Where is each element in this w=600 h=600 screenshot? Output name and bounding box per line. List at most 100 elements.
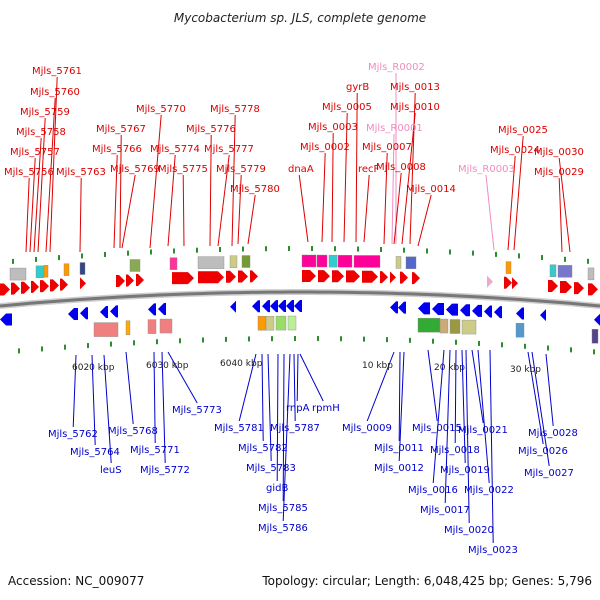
label-leader-line xyxy=(293,353,296,422)
gene-label: Mjls_5757 xyxy=(10,147,60,158)
scale-tick-label: 20 kbp xyxy=(434,363,465,373)
feature-box xyxy=(461,319,477,335)
gene-arrow xyxy=(446,303,458,316)
gene-label: gyrB xyxy=(346,82,369,93)
minor-tick xyxy=(173,248,175,254)
feature-box xyxy=(449,319,461,334)
gene-label: Mjls_5786 xyxy=(258,523,308,534)
minor-tick xyxy=(593,349,595,355)
label-leader-line xyxy=(417,194,432,247)
gene-label: Mjls_5764 xyxy=(70,447,120,458)
feature-box xyxy=(395,256,402,269)
minor-tick xyxy=(12,258,14,264)
minor-tick xyxy=(18,348,20,354)
gene-arrow xyxy=(270,300,278,313)
gene-label: Mjls_5780 xyxy=(230,184,280,195)
minor-tick xyxy=(495,251,497,257)
gene-label: Mjls_0022 xyxy=(464,485,514,496)
label-leader-line xyxy=(296,353,299,402)
feature-box xyxy=(197,256,225,269)
gene-label: rnpA xyxy=(286,403,310,414)
minor-ticks xyxy=(12,246,595,355)
gene-arrow xyxy=(116,275,125,288)
feature-box xyxy=(229,255,238,268)
feature-box xyxy=(241,255,251,268)
label-leader-line xyxy=(276,353,279,482)
minor-tick xyxy=(202,337,204,343)
gene-label: Mjls_5766 xyxy=(92,144,142,155)
gene-label: dnaA xyxy=(288,164,314,175)
feature-box xyxy=(505,261,512,274)
gene-label: Mjls_0003 xyxy=(308,122,358,133)
label-leader-line xyxy=(363,174,370,243)
minor-tick xyxy=(179,338,181,344)
gene-arrow xyxy=(412,272,420,285)
label-leader-line xyxy=(261,353,264,442)
feature-box xyxy=(328,254,338,268)
feature-box xyxy=(316,254,328,268)
minor-tick xyxy=(294,336,296,342)
genome-summary-text: Topology: circular; Length: 6,048,425 bp… xyxy=(262,574,592,588)
label-leader-line xyxy=(119,134,122,249)
label-leader-line xyxy=(153,351,156,444)
minor-tick xyxy=(386,337,388,343)
gene-label: Mjls_5768 xyxy=(108,426,158,437)
gene-label: Mjls_5778 xyxy=(210,104,260,115)
label-leader-line xyxy=(103,354,112,464)
gene-arrow xyxy=(100,305,108,318)
minor-tick xyxy=(334,246,336,252)
gene-label: Mjls_5769 xyxy=(110,164,160,175)
feature-box xyxy=(301,254,317,268)
label-leader-line xyxy=(398,351,405,462)
gene-arrow xyxy=(148,303,156,316)
label-leader-line xyxy=(29,157,36,253)
bottom-strand-genes xyxy=(0,300,600,326)
gene-label: recF xyxy=(358,164,380,175)
scale-tick-label: 6040 kbp xyxy=(220,359,263,369)
feature-box xyxy=(125,320,131,335)
label-leader-line xyxy=(125,351,134,425)
gene-label: Mjls_R0002 xyxy=(368,62,425,73)
gene-label: Mjls_0017 xyxy=(420,505,470,516)
gene-arrow xyxy=(380,271,388,284)
minor-tick xyxy=(242,246,244,252)
label-leader-line xyxy=(282,353,285,502)
label-leader-line xyxy=(477,349,490,484)
feature-boxes xyxy=(9,254,599,344)
label-leader-line xyxy=(393,172,402,245)
top-strand-genes xyxy=(0,270,598,296)
gene-label: Mjls_0002 xyxy=(300,142,350,153)
label-leader-line xyxy=(79,177,82,253)
label-leader-line xyxy=(238,353,257,422)
gene-label: Mjls_0007 xyxy=(362,142,412,153)
feature-box xyxy=(35,265,45,279)
label-leader-line xyxy=(343,112,348,243)
gene-label: gidB xyxy=(266,483,288,494)
gene-arrow xyxy=(252,300,260,313)
minor-tick xyxy=(127,250,129,256)
label-leader-line xyxy=(383,152,388,245)
gene-arrow xyxy=(262,300,270,313)
gene-arrow xyxy=(400,271,408,284)
gene-arrow xyxy=(390,271,396,284)
feature-box xyxy=(169,257,178,270)
gene-label: Mjls_0028 xyxy=(528,428,578,439)
label-leader-line xyxy=(209,134,212,247)
label-leader-line xyxy=(25,177,30,253)
gene-label: Mjls_0030 xyxy=(534,147,584,158)
feature-box xyxy=(353,255,381,268)
gene-arrow xyxy=(50,279,59,292)
gene-label: Mjls_5771 xyxy=(130,445,180,456)
gene-label: Mjls_5772 xyxy=(140,465,190,476)
gene-arrow xyxy=(398,301,406,314)
label-leader-line xyxy=(471,349,484,424)
label-leader-line xyxy=(298,174,309,243)
label-leader-line xyxy=(398,351,401,442)
label-leader-line xyxy=(237,174,242,245)
label-leader-line xyxy=(558,157,571,253)
gene-label: Mjls_0026 xyxy=(518,446,568,457)
minor-tick xyxy=(524,343,526,349)
gene-label: Mjls_5782 xyxy=(238,443,288,454)
minor-tick xyxy=(311,246,313,252)
gene-arrow xyxy=(390,301,398,314)
